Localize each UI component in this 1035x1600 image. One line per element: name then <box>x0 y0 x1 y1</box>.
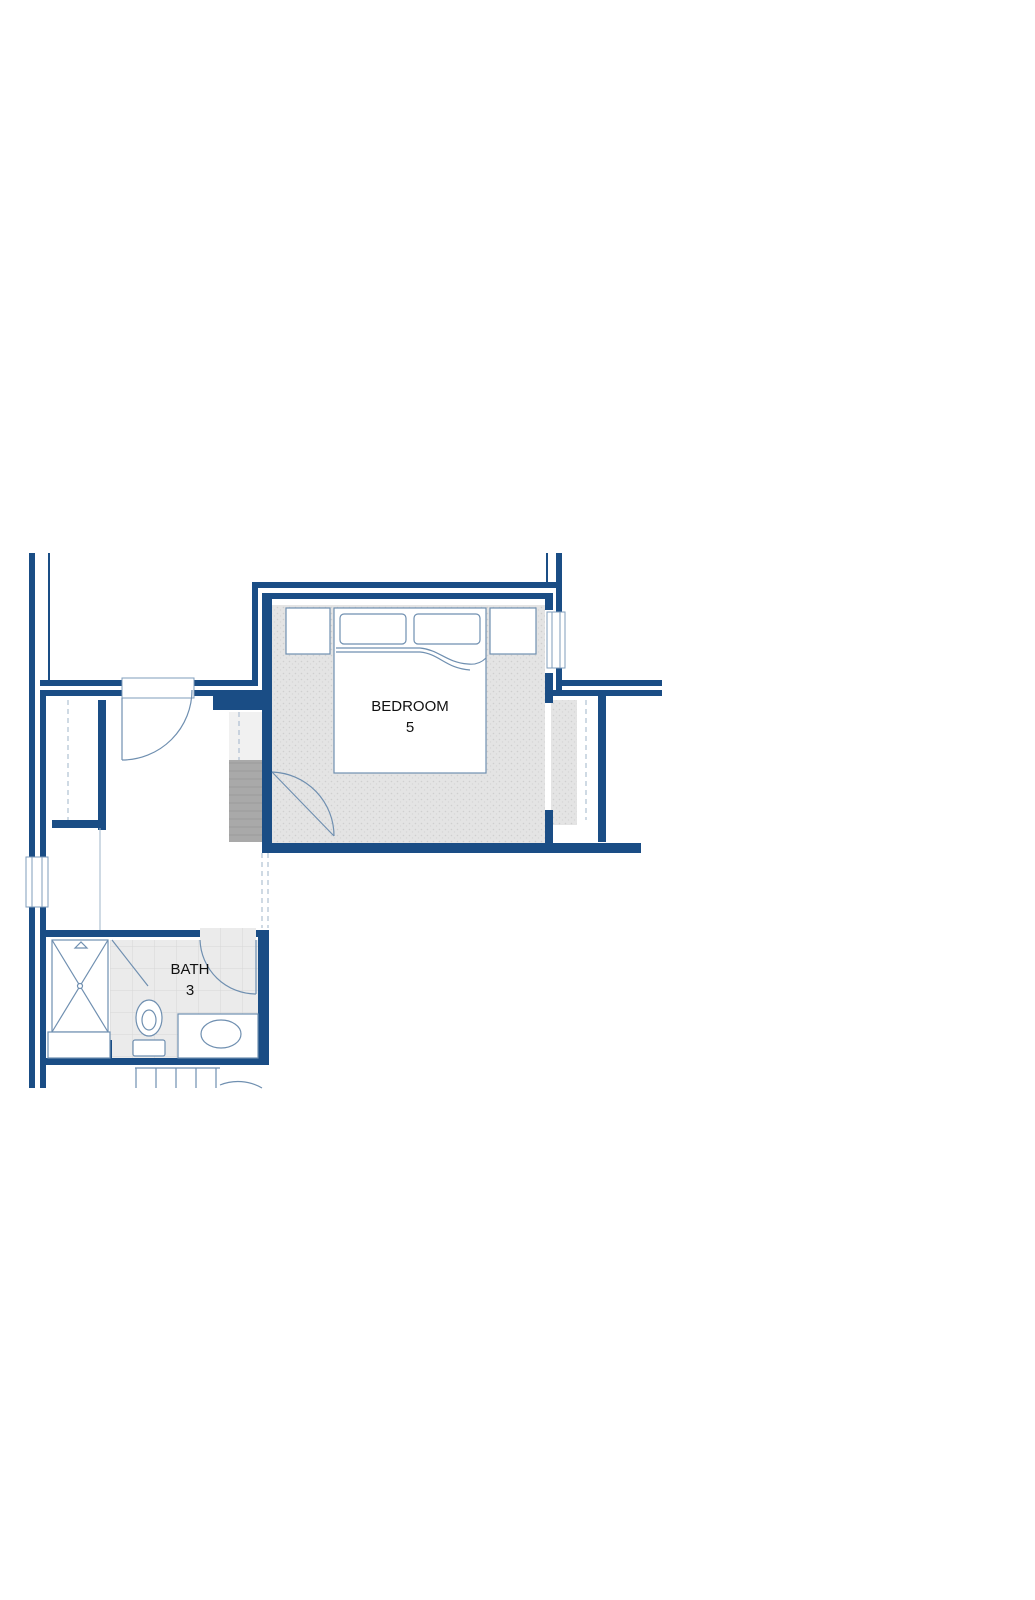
shower-head-icon <box>73 941 89 949</box>
vanity-sink <box>200 1019 242 1049</box>
closet-right-floor <box>551 700 577 825</box>
shower-drain <box>76 982 84 990</box>
bedroom-number: 5 <box>406 719 414 736</box>
window-left <box>25 856 49 908</box>
nightstand-right <box>489 607 537 655</box>
hall-door-opening <box>121 677 195 699</box>
nightstand-left <box>285 607 331 655</box>
stair-risers <box>135 1067 220 1088</box>
bedroom-name: BEDROOM <box>371 698 449 715</box>
doors <box>111 689 335 1089</box>
dashed-lines <box>67 700 587 928</box>
window-right <box>546 611 566 669</box>
bath-bench <box>47 1031 111 1059</box>
bath-name: BATH <box>171 961 210 978</box>
pillow-right <box>413 613 481 645</box>
bath-fixtures <box>47 939 259 1059</box>
doorway-bath-gap <box>200 928 256 940</box>
bed-furniture <box>285 607 537 774</box>
toilet-tank <box>132 1039 166 1057</box>
bed-sheet-fold <box>336 647 487 665</box>
bath-number: 3 <box>186 982 194 999</box>
closet-floor <box>229 760 264 842</box>
closet-upper-floor <box>229 712 264 760</box>
pillow-left <box>339 613 407 645</box>
